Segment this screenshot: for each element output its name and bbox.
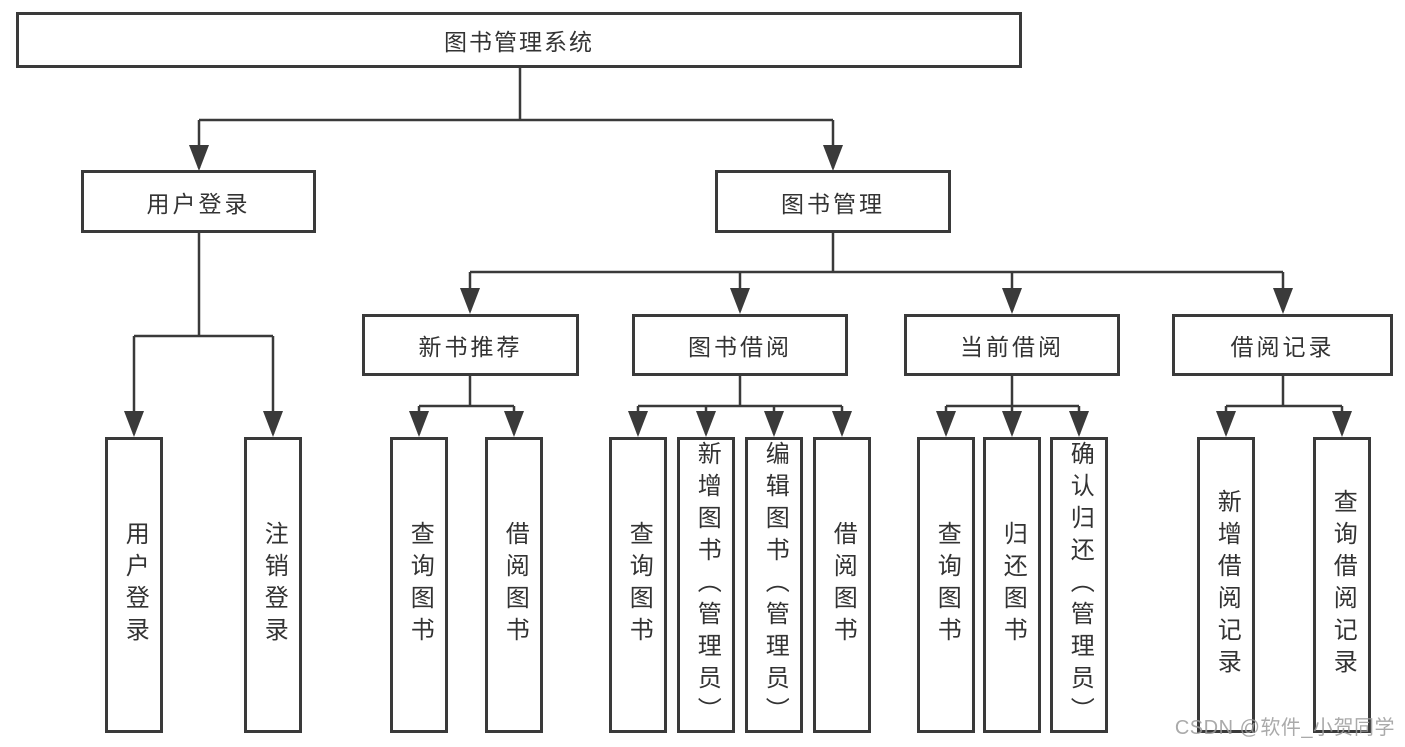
- leaf-add-borrow-record: 新增借阅记录: [1197, 437, 1255, 733]
- leaf-add-books-admin: 新增图书（管理员）: [677, 437, 735, 733]
- leaf-label: 查询图书: [625, 521, 653, 649]
- leaf-label: 查询借阅记录: [1329, 489, 1357, 681]
- leaf-logout: 注销登录: [244, 437, 302, 733]
- node-borrowing-records: 借阅记录: [1172, 314, 1393, 376]
- node-root-label: 图书管理系统: [444, 29, 594, 55]
- node-user-login: 用户登录: [81, 170, 316, 233]
- leaf-query-books-current: 查询图书: [917, 437, 975, 733]
- leaf-user-login: 用户登录: [105, 437, 163, 733]
- leaf-label: 查询图书: [933, 521, 961, 649]
- leaf-label: 新增借阅记录: [1213, 489, 1241, 681]
- leaf-confirm-return-admin: 确认归还（管理员）: [1050, 437, 1108, 733]
- leaf-label: 编辑图书（管理员）: [761, 441, 789, 729]
- node-user-login-label: 用户登录: [146, 190, 251, 217]
- leaf-label: 新增图书（管理员）: [693, 441, 721, 729]
- node-new-book-recommendation-label: 新书推荐: [418, 334, 523, 360]
- node-borrowing-records-label: 借阅记录: [1230, 334, 1335, 360]
- leaf-label: 借阅图书: [501, 521, 529, 649]
- node-new-book-recommendation: 新书推荐: [362, 314, 579, 376]
- node-book-management: 图书管理: [715, 170, 951, 233]
- leaf-edit-books-admin: 编辑图书（管理员）: [745, 437, 803, 733]
- leaf-label: 用户登录: [121, 521, 149, 649]
- leaf-label: 确认归还（管理员）: [1066, 441, 1094, 729]
- leaf-query-books-recommend: 查询图书: [390, 437, 448, 733]
- node-book-borrowing-label: 图书借阅: [688, 334, 792, 360]
- leaf-label: 注销登录: [260, 521, 288, 649]
- leaf-query-books-borrow: 查询图书: [609, 437, 667, 733]
- node-current-borrowing: 当前借阅: [904, 314, 1120, 376]
- node-book-management-label: 图书管理: [781, 190, 885, 217]
- watermark: CSDN @软件_小贺同学: [1174, 717, 1395, 739]
- leaf-query-borrow-record: 查询借阅记录: [1313, 437, 1371, 733]
- node-root: 图书管理系统: [16, 12, 1022, 68]
- leaf-label: 归还图书: [999, 521, 1027, 649]
- leaf-return-books: 归还图书: [983, 437, 1041, 733]
- node-current-borrowing-label: 当前借阅: [960, 334, 1064, 360]
- node-book-borrowing: 图书借阅: [632, 314, 848, 376]
- leaf-borrow-books-recommend: 借阅图书: [485, 437, 543, 733]
- leaf-label: 借阅图书: [829, 521, 857, 649]
- leaf-label: 查询图书: [406, 521, 434, 649]
- leaf-borrow-books-borrow: 借阅图书: [813, 437, 871, 733]
